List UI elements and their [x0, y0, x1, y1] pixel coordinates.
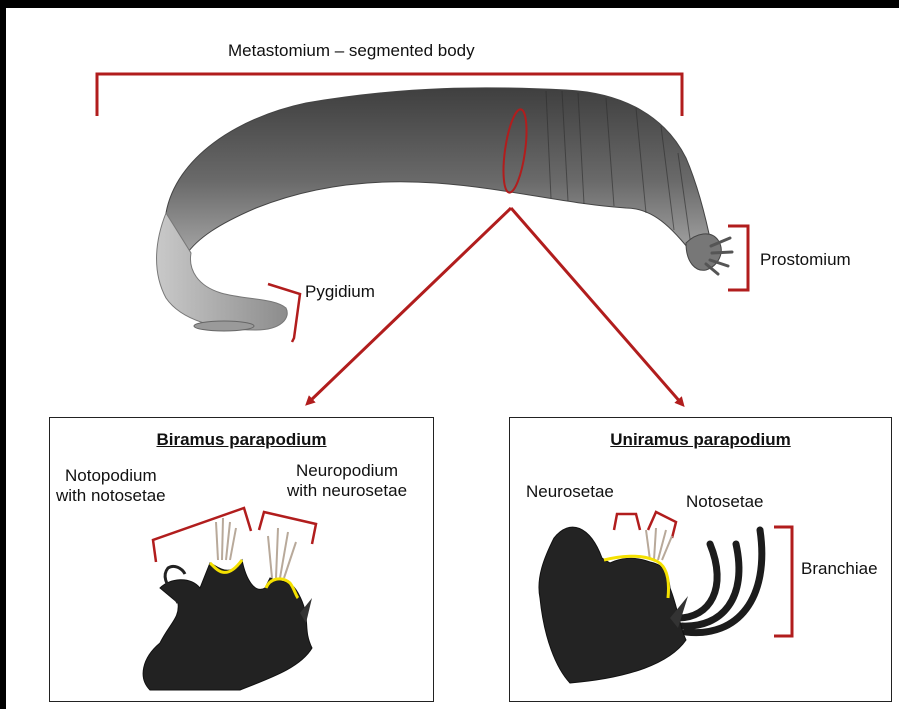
arrow-to-uniramus — [511, 208, 682, 404]
biramus-illustration — [50, 418, 435, 703]
pygidium-end — [194, 321, 254, 331]
uniramus-setae — [646, 528, 672, 560]
worm-body — [166, 88, 712, 258]
uniramus-panel: Uniramus parapodium Neurosetae Notosetae… — [509, 417, 892, 702]
branchiae-bracket — [774, 527, 792, 636]
notosetae-bracket — [648, 512, 676, 538]
arrow-to-biramus — [308, 208, 511, 403]
branchiae — [678, 530, 762, 633]
neurosetae — [268, 528, 296, 578]
notosetae — [216, 518, 236, 560]
uniramus-illustration — [510, 418, 893, 703]
worm-tail — [157, 213, 288, 330]
neurosetae-bracket — [614, 514, 640, 530]
prostomium-bracket — [728, 226, 748, 290]
metastomium-label: Metastomium – segmented body — [228, 41, 475, 61]
diagram-canvas: Metastomium – segmented body Prostomium … — [6, 8, 899, 709]
pygidium-label: Pygidium — [305, 282, 375, 302]
uniramus-body — [539, 527, 686, 683]
prostomium-label: Prostomium — [760, 250, 851, 270]
notopodium-bracket — [153, 508, 251, 562]
biramus-panel: Biramus parapodium Notopodium with notos… — [49, 417, 434, 702]
